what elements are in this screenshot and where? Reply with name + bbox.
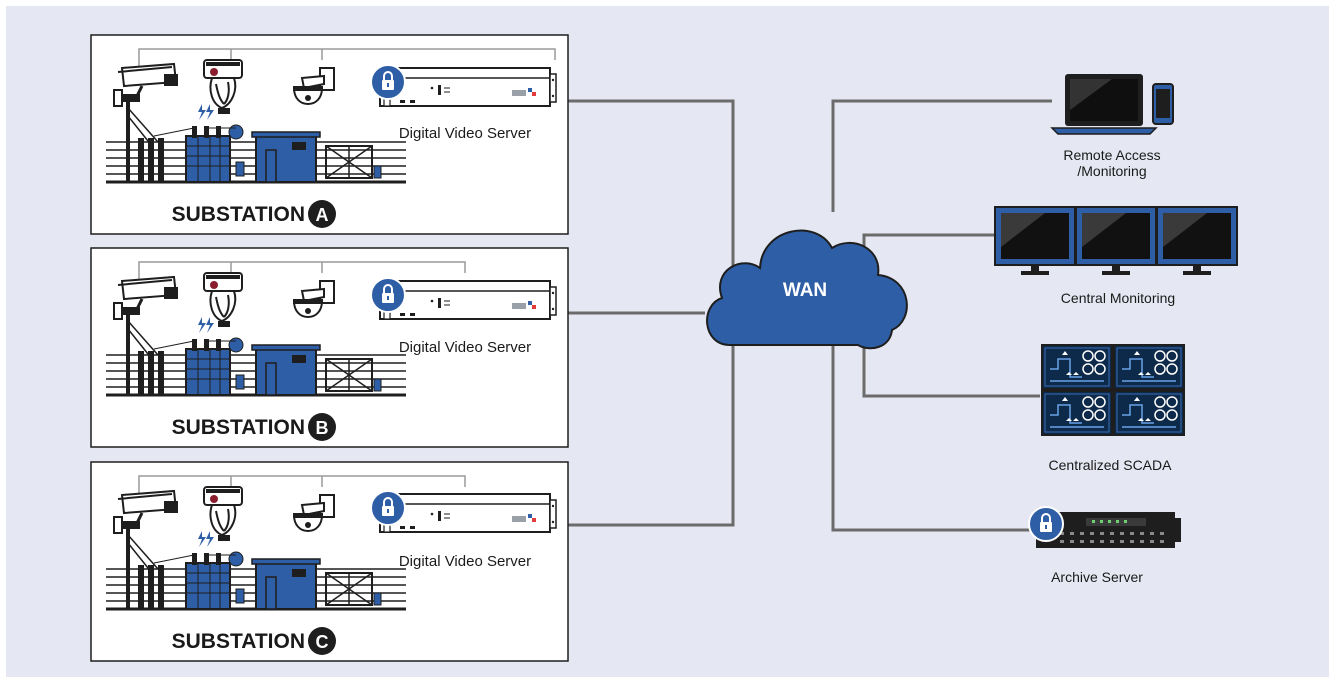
- archive-node: Archive Server: [1028, 506, 1181, 585]
- video-server-icon: [379, 493, 557, 533]
- link-remote: [831, 99, 1052, 212]
- substation-badge: [308, 200, 336, 228]
- scada-panel-icon: [1113, 390, 1185, 436]
- cloud-icon: [706, 229, 908, 350]
- lock-icon: [370, 277, 406, 313]
- remote-label-line1: Remote Access: [1063, 147, 1160, 163]
- link-archive: [831, 345, 1035, 532]
- monitor-icon: [994, 206, 1076, 276]
- badge-letter: A: [316, 205, 329, 225]
- substation-title: SUBSTATION: [172, 416, 305, 439]
- substation-title: SUBSTATION: [172, 203, 305, 226]
- link-scada: [862, 330, 1040, 398]
- link-substation-a: [555, 99, 735, 280]
- video-server-icon: [379, 67, 557, 107]
- wan-cloud: WAN: [706, 229, 908, 350]
- remote-label-line2: /Monitoring: [1077, 163, 1146, 179]
- substation-a-panel: Digital Video Server SUBSTATION A: [90, 34, 569, 235]
- monitor-icon: [1156, 206, 1238, 276]
- monitor-icon: [1075, 206, 1157, 276]
- server-label: Digital Video Server: [399, 553, 531, 570]
- badge-letter: C: [316, 632, 329, 652]
- substation-badge: [308, 627, 336, 655]
- video-server-icon: [379, 280, 557, 320]
- substation-c-panel: Digital Video Server SUBSTATION C: [90, 461, 569, 662]
- scada-panel-icon: [1113, 344, 1185, 390]
- server-label: Digital Video Server: [399, 339, 531, 356]
- central-label: Central Monitoring: [1061, 290, 1175, 306]
- substation-badge: [308, 413, 336, 441]
- lock-icon: [370, 490, 406, 526]
- connection-lines: [555, 99, 1052, 532]
- lock-icon: [370, 64, 406, 100]
- lock-icon: [1028, 506, 1064, 542]
- substation-b-panel: Digital Video Server SUBSTATION B: [90, 247, 569, 448]
- link-central: [862, 233, 995, 250]
- scada-label: Centralized SCADA: [1049, 457, 1173, 473]
- remote-access-node: Remote Access /Monitoring: [1050, 74, 1174, 179]
- archive-label: Archive Server: [1051, 569, 1143, 585]
- substation-title: SUBSTATION: [172, 630, 305, 653]
- laptop-icon: [1050, 74, 1158, 135]
- scada-node: Centralized SCADA: [1041, 344, 1185, 473]
- link-substation-c: [555, 345, 735, 527]
- server-label: Digital Video Server: [399, 125, 531, 142]
- scada-panel-icon: [1041, 390, 1113, 436]
- central-monitoring-node: Central Monitoring: [994, 206, 1238, 306]
- wan-label: WAN: [783, 280, 827, 301]
- scada-panel-icon: [1041, 344, 1113, 390]
- archive-server-icon: [1036, 512, 1181, 548]
- phone-icon: [1152, 83, 1174, 125]
- badge-letter: B: [316, 418, 329, 438]
